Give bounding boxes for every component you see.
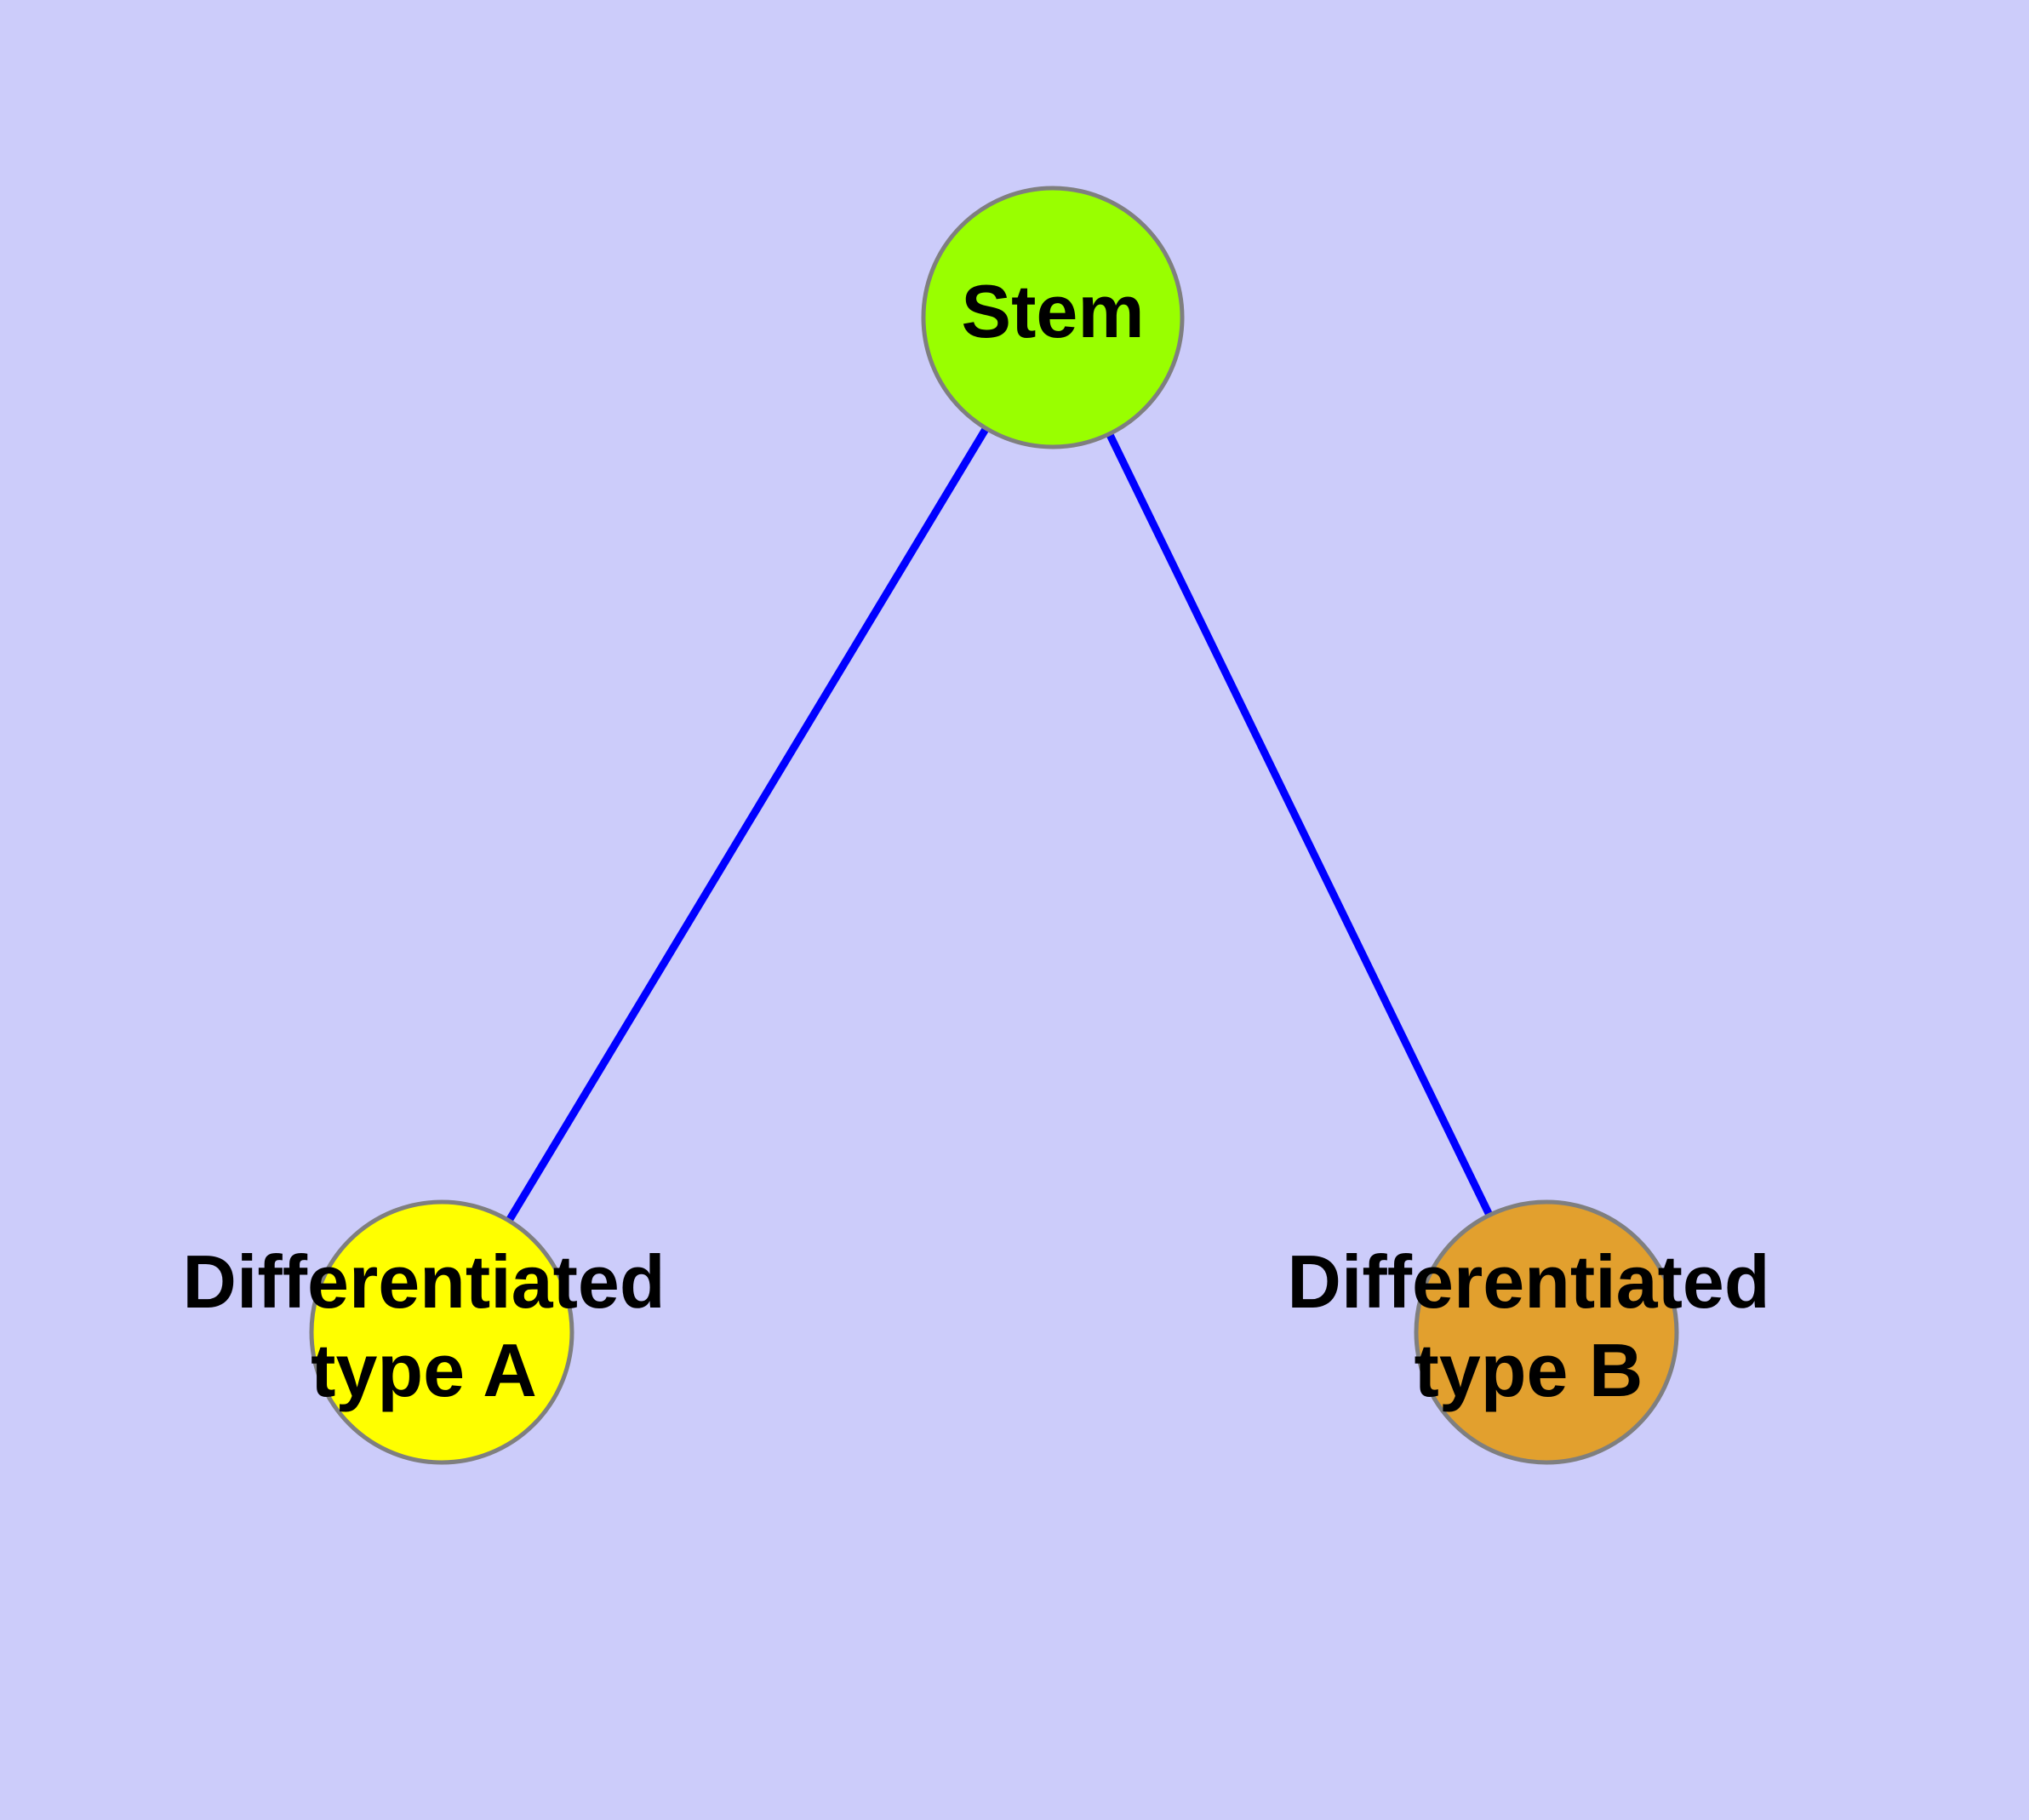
edges-layer [438,315,1551,1335]
graph-node-diff_b[interactable] [1414,1199,1679,1465]
graph-node-label-line: type A [311,1328,537,1412]
nodes-layer [309,186,1679,1465]
graph-edge[interactable] [1049,316,1551,1334]
graph-node-label-line: Stem [961,269,1144,353]
graph-node-label-stem: Stem [961,269,1144,353]
graph-edge[interactable] [438,315,1056,1335]
graph-node-label-line: type B [1415,1328,1643,1412]
graph-node-stem[interactable] [921,186,1185,449]
graph-node-diff_a[interactable] [309,1199,574,1465]
graph-node-label-line: Differentiated [1287,1239,1769,1324]
graph-node-label-line: Differentiated [182,1239,665,1324]
